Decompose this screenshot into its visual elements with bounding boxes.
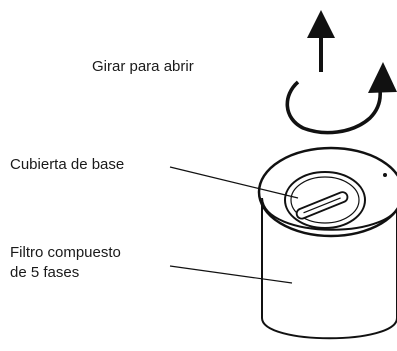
- filter-label: Filtro compuesto de 5 fases: [10, 243, 121, 283]
- rotate-to-open-label: Girar para abrir: [92, 58, 194, 75]
- rotation-arrow-icon: [285, 62, 397, 135]
- base-cover-label: Cubierta de base: [10, 156, 125, 173]
- filter-leader: [169, 265, 293, 284]
- up-arrow-icon: [307, 10, 335, 72]
- base-cover-leader: [169, 166, 299, 199]
- filter-label-line-1: Filtro compuesto: [10, 244, 121, 261]
- filter-label-line-2: de 5 fases: [10, 264, 80, 281]
- filter-canister: [257, 146, 397, 340]
